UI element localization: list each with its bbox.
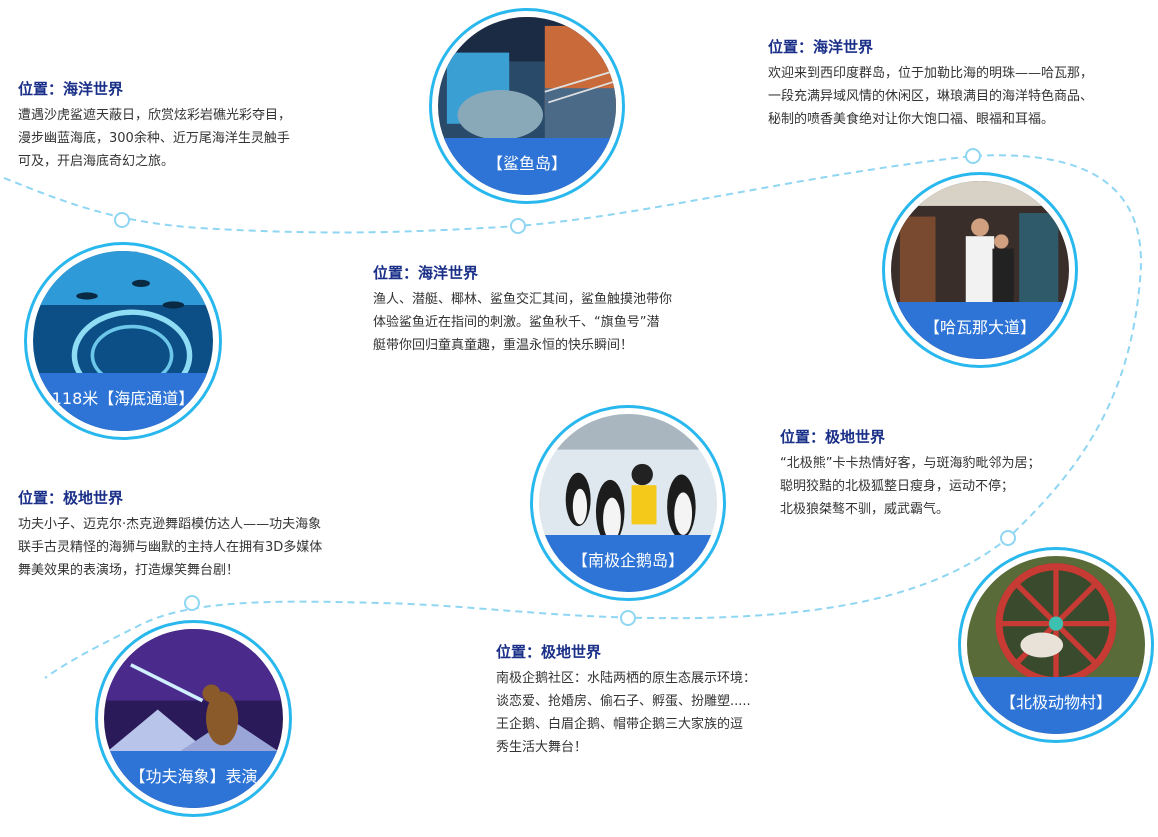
location-label: 位置：极地世界 [18, 489, 124, 507]
info-block-havana: 位置：海洋世界 欢迎来到西印度群岛，位于加勒比海的明珠——哈瓦那， 一段充满异域… [768, 36, 1153, 131]
info-block-walrus-show: 位置：极地世界 功夫小子、迈克尔·杰克逊舞蹈模仿达人——功夫海象 联手古灵精怪的… [18, 487, 408, 582]
route-node [114, 212, 130, 228]
spot-caption: 【南极企鹅岛】 [539, 535, 717, 592]
sea-lion-icon [104, 629, 283, 808]
description: 欢迎来到西印度群岛，位于加勒比海的明珠——哈瓦那， 一段充满异域风情的休闲区，琳… [768, 66, 1094, 127]
spot-caption: 【哈瓦那大道】 [891, 302, 1069, 359]
location-label: 位置：极地世界 [780, 428, 886, 446]
description: 渔人、潜艇、椰林、鲨鱼交汇其间，鲨鱼触摸池带你 体验鲨鱼近在指间的刺激。鲨鱼秋千… [373, 292, 673, 353]
info-block-underwater-tunnel: 位置：海洋世界 遭遇沙虎鲨遮天蔽日，欣赏炫彩岩礁光彩夺目， 漫步幽蓝海底，300… [18, 78, 368, 173]
location-label: 位置：极地世界 [496, 643, 602, 661]
spot-penguin-island[interactable]: 【南极企鹅岛】 [530, 405, 726, 601]
location-label: 位置：海洋世界 [18, 80, 124, 98]
info-block-penguin-island: 位置：极地世界 南极企鹅社区：水陆两栖的原生态展示环境： 谈恋爱、抢婚房、偷石子… [496, 641, 816, 759]
info-block-arctic-village: 位置：极地世界 “北极熊”卡卡热情好客，与斑海豹毗邻为居； 聪明狡黠的北极狐整日… [780, 426, 1110, 521]
spot-caption: 118米【海底通道】 [33, 373, 213, 431]
spot-shark-island[interactable]: 【鲨鱼岛】 [429, 8, 625, 204]
spot-caption: 【北极动物村】 [967, 677, 1145, 734]
route-node [965, 148, 981, 164]
description: 遭遇沙虎鲨遮天蔽日，欣赏炫彩岩礁光彩夺目， 漫步幽蓝海底，300余种、近万尾海洋… [18, 108, 292, 169]
info-block-shark-island: 位置：海洋世界 渔人、潜艇、椰林、鲨鱼交汇其间，鲨鱼触摸池带你 体验鲨鱼近在指间… [373, 262, 743, 357]
spot-underwater-tunnel[interactable]: 118米【海底通道】 [24, 242, 222, 440]
route-node [620, 610, 636, 626]
spot-caption: 【鲨鱼岛】 [438, 138, 616, 195]
description: 南极企鹅社区：水陆两栖的原生态展示环境： 谈恋爱、抢婚房、偷石子、孵蛋、扮雕塑.… [496, 671, 757, 755]
description: “北极熊”卡卡热情好客，与斑海豹毗邻为居； 聪明狡黠的北极狐整日瘦身，运动不停；… [780, 456, 1041, 517]
location-label: 位置：海洋世界 [373, 264, 479, 282]
spot-walrus-show[interactable]: 【功夫海象】表演 [95, 620, 292, 817]
route-line [3, 154, 1142, 679]
description: 功夫小子、迈克尔·杰克逊舞蹈模仿达人——功夫海象 联手古灵精怪的海狮与幽默的主持… [18, 517, 323, 578]
route-node [184, 595, 200, 611]
route-node [1000, 530, 1016, 546]
spot-caption: 【功夫海象】表演 [104, 750, 283, 808]
location-label: 位置：海洋世界 [768, 38, 874, 56]
spot-havana-avenue[interactable]: 【哈瓦那大道】 [882, 172, 1078, 368]
spot-arctic-village[interactable]: 【北极动物村】 [958, 547, 1154, 743]
route-node [510, 218, 526, 234]
